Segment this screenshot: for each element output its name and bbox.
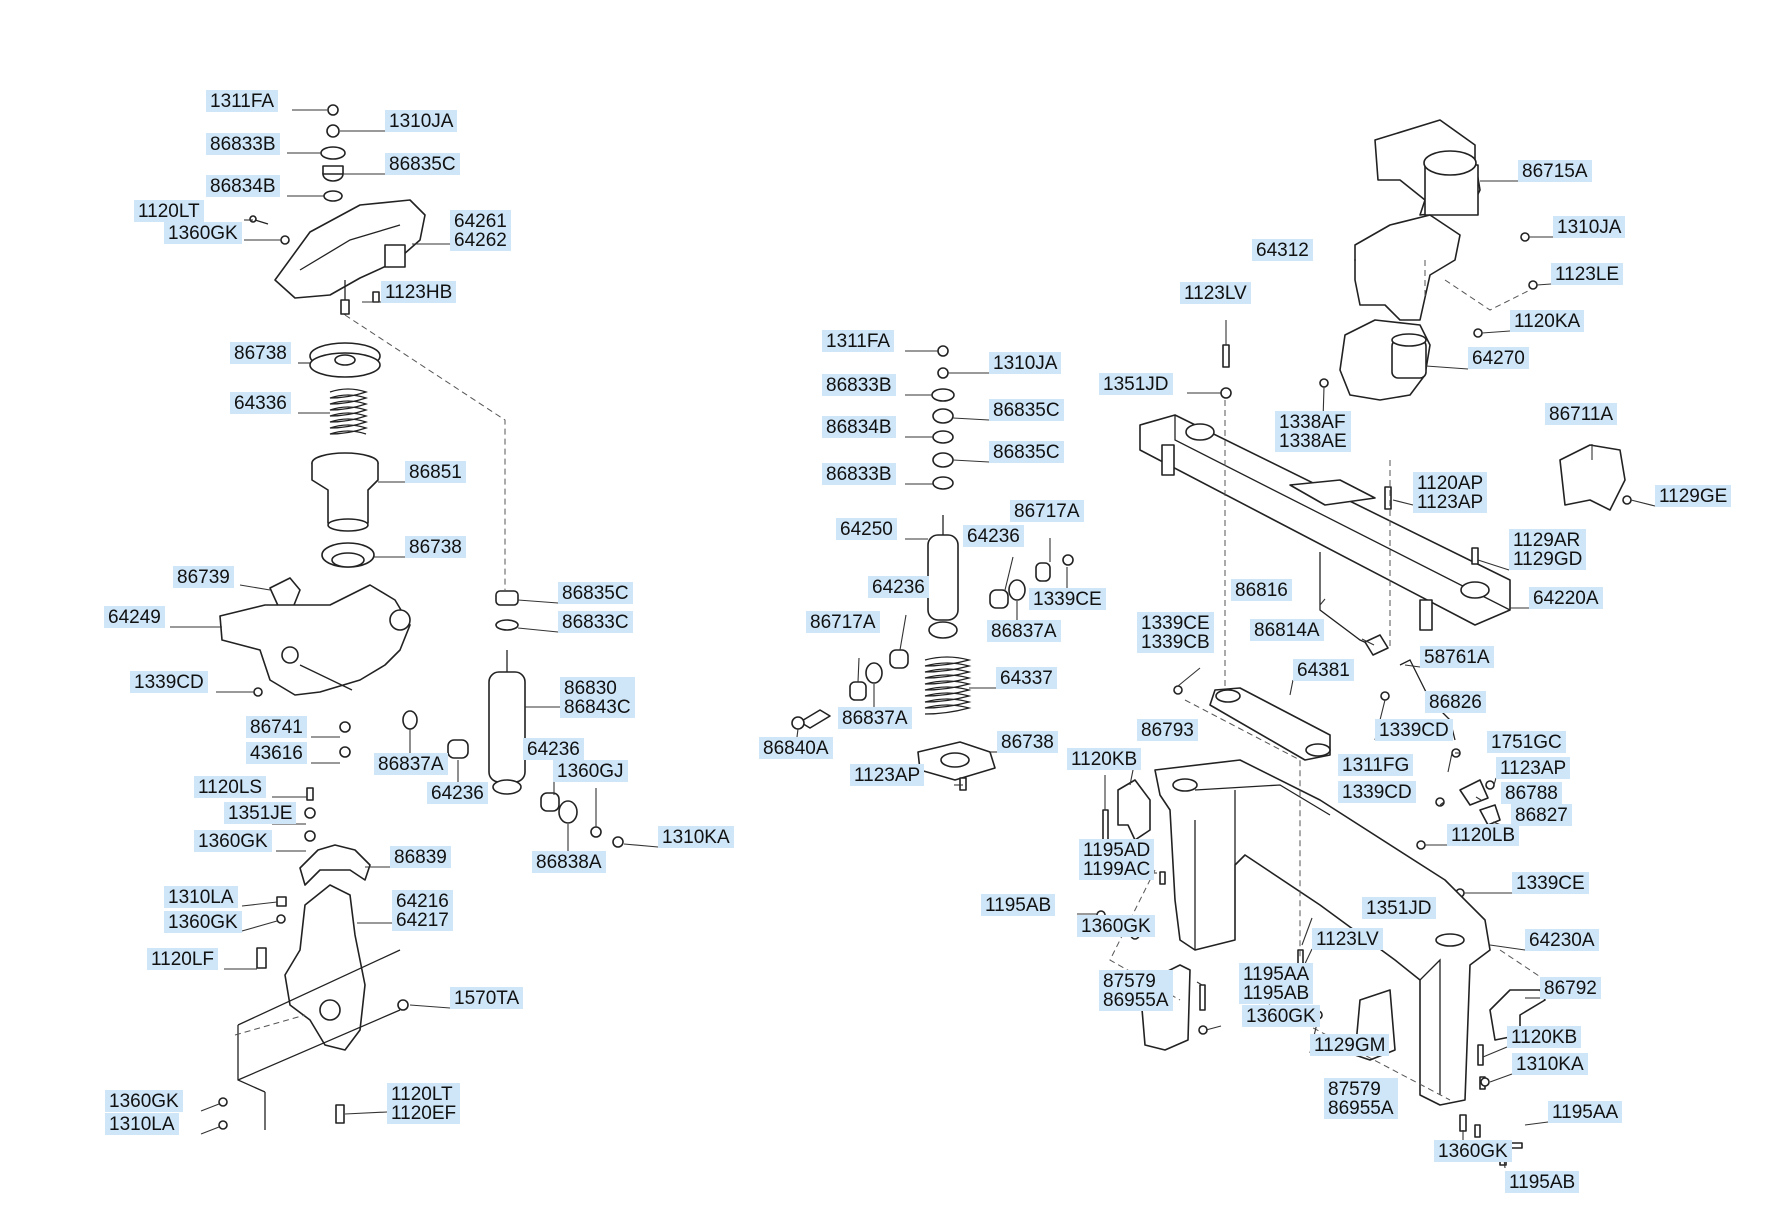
left-strut-assembly: [218, 104, 624, 1130]
right-frame-assembly: [1096, 119, 1632, 1166]
middle-shock-assembly: [791, 345, 1074, 791]
